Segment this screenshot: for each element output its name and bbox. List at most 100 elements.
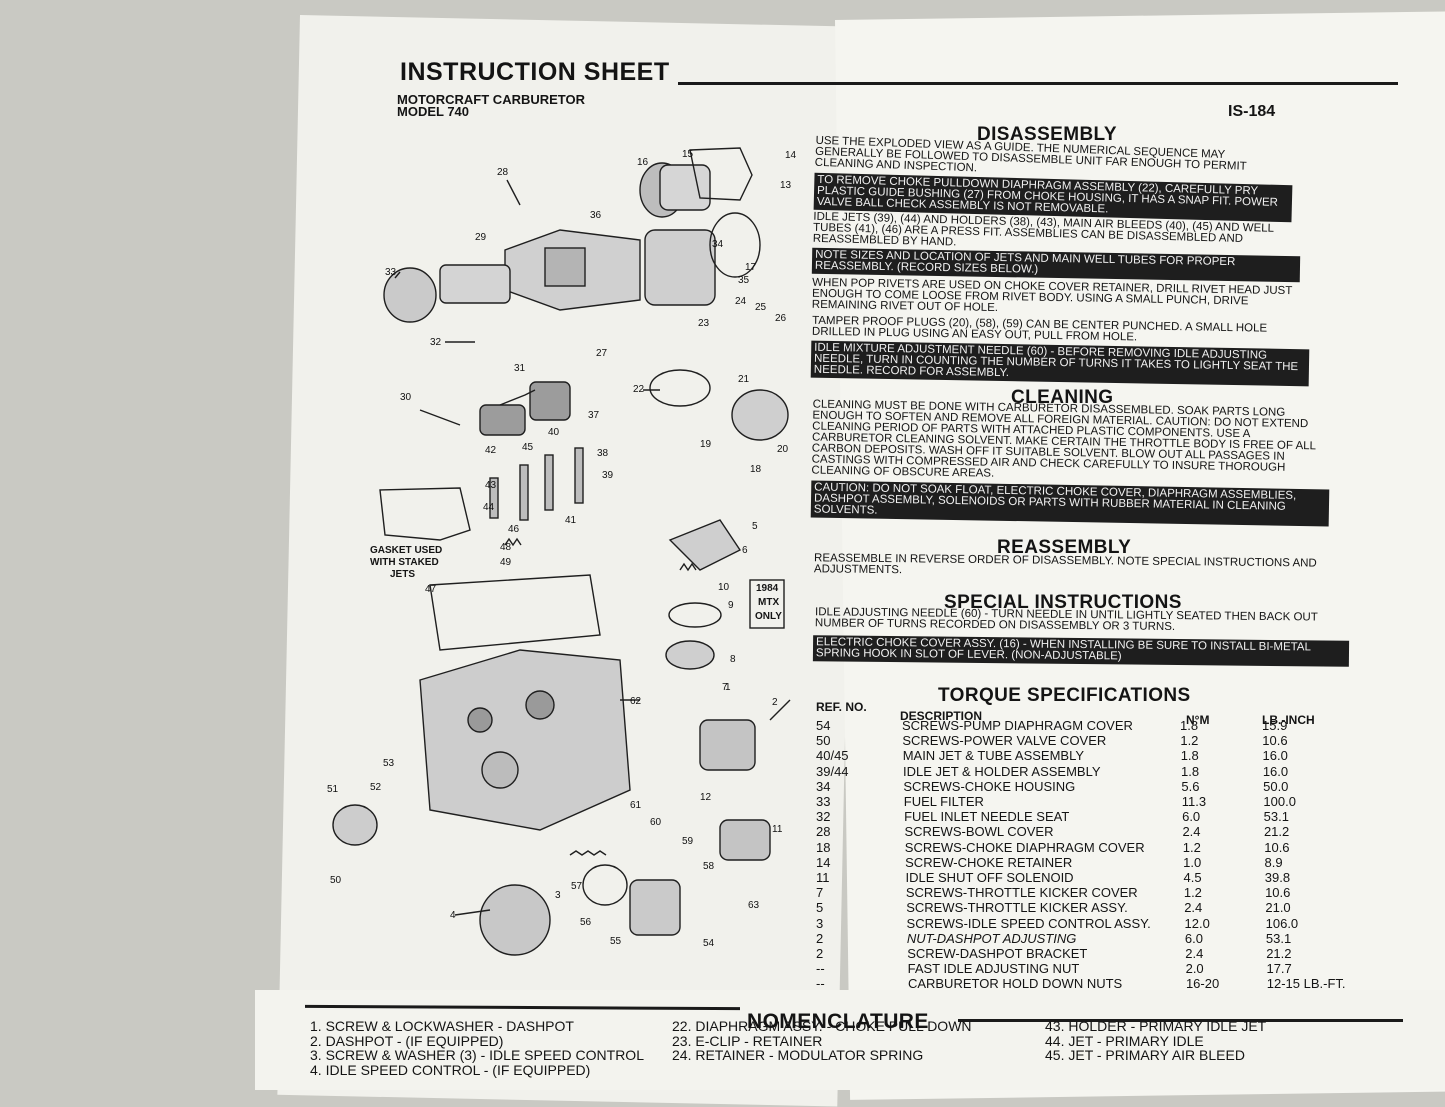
torque-lb-inch: 39.8 [1264,870,1291,885]
torque-ref-no: 28 [816,824,831,840]
cleaning-heading: CLEANING [1011,387,1114,408]
callout-8: 8 [730,654,736,665]
torque-lb-inch: 21.2 [1263,824,1290,840]
callout-42: 42 [485,445,497,456]
torque-description: SCREWS-THROTTLE KICKER ASSY. [906,900,1128,916]
mtx-note-line1: 1984 [756,583,779,594]
callout-3: 3 [555,890,561,901]
torque-lb-inch: 50.0 [1263,778,1289,794]
mtx-note-line3: ONLY [755,611,782,622]
torque-description: SCREWS-POWER VALVE COVER [902,733,1107,749]
torque-lb-inch: 16.0 [1262,763,1289,779]
nomenclature-item: 3. SCREW & WASHER (3) - IDLE SPEED CONTR… [310,1047,644,1063]
gasket-note-line1: GASKET USED [370,545,443,556]
torque-nm: 5.6 [1181,778,1200,794]
float-pin-30 [419,409,461,426]
spring-57 [569,850,607,856]
torque-description: SCREW-DASHPOT BRACKET [907,946,1088,961]
subtitle-model-line2: MODEL 740 [397,104,470,119]
nomenclature-item: 24. RETAINER - MODULATOR SPRING [672,1047,924,1063]
torque-lb-inch: 15.9 [1262,718,1288,733]
torque-ref-no: 5 [816,900,824,916]
jet-46 [519,464,529,521]
disassembly-heading: DISASSEMBLY [977,124,1117,145]
torque-nm: 1.2 [1180,733,1199,749]
torque-nm: 12.0 [1184,915,1210,931]
callout-34: 34 [712,239,724,250]
callout-54: 54 [703,938,715,949]
callout-49: 49 [500,557,512,568]
torque-description: FUEL FILTER [903,794,984,809]
nomenclature-item: 44. JET - PRIMARY IDLE [1045,1032,1204,1049]
callout-47: 47 [425,584,437,595]
torque-nm: 6.0 [1182,809,1201,825]
dashpot-part [699,719,756,771]
callout-17: 17 [745,262,757,273]
callout-41: 41 [565,515,577,526]
torque-ref-no: 11 [816,870,830,885]
callout-62: 62 [630,696,642,707]
callout-57: 57 [571,881,583,892]
callout-9: 9 [728,600,734,611]
mtx-box [749,579,785,629]
choke-gasket-15 [689,147,753,201]
torque-ref-no: 2 [816,930,824,946]
callout-4: 4 [450,910,456,921]
torque-lb-inch: 10.6 [1265,885,1291,901]
torque-ref-no: 50 [816,733,831,749]
callout-61: 61 [630,800,642,811]
callout-12: 12 [700,792,712,803]
nomenclature-rule-right [958,1019,1403,1022]
fuel-filter-part [383,267,437,323]
gasket-47 [429,574,601,651]
torque-col-nm: N°M [1186,713,1210,727]
torque-nm: 2.4 [1182,824,1201,840]
callout-5: 5 [752,521,758,532]
callout-25: 25 [755,302,767,313]
torque-description: MAIN JET & TUBE ASSEMBLY [902,748,1085,764]
torque-nm: 2.0 [1185,961,1204,977]
torque-description: IDLE JET & HOLDER ASSEMBLY [903,763,1101,779]
torque-lb-inch: 10.6 [1264,839,1290,855]
callout-2: 2 [772,697,778,708]
pump-cover-55 [629,879,681,936]
callout-55: 55 [610,936,622,947]
torque-description: CARBURETOR HOLD DOWN NUTS [907,976,1123,992]
main-body-part [419,649,631,831]
jet-43 [489,477,499,519]
callout-13: 13 [780,180,792,191]
callout-33: 33 [385,267,397,278]
torque-lb-inch: 17.7 [1266,961,1292,977]
callout-7: 7 [722,682,728,693]
callout-51: 51 [327,784,339,795]
callout-39: 39 [602,470,614,481]
callout-46: 46 [508,524,520,535]
callout-27: 27 [596,348,608,359]
callout-32: 32 [430,337,442,348]
throttle-kicker-part [668,519,742,571]
torque-nm: 2.4 [1185,946,1204,961]
torque-lb-inch: 16.0 [1262,748,1288,764]
torque-nm: 6.0 [1184,930,1203,946]
callout-36: 36 [590,210,602,221]
callout-58: 58 [703,861,715,872]
torque-nm: 1.2 [1183,885,1202,901]
callout-44: 44 [483,502,495,513]
kicker-diaphragm-9 [668,602,722,628]
callout-11: 11 [772,824,783,835]
callout-15: 15 [682,149,694,160]
torque-nm: 4.5 [1183,870,1202,885]
torque-nm: 1.8 [1180,748,1199,764]
torque-nm: 1.8 [1180,718,1199,733]
torque-ref-no: 7 [816,885,824,901]
torque-col-lb-inch: LB.-INCH [1262,713,1315,727]
callout-22: 22 [633,384,645,395]
torque-description: SCREWS-CHOKE DIAPHRAGM COVER [904,839,1145,855]
callout-24: 24 [735,296,747,307]
torque-description: SCREWS-CHOKE HOUSING [903,778,1076,794]
torque-ref-no: 39/44 [816,763,849,779]
pump-diaphragm-56 [582,864,628,906]
pulldown-housing-21 [731,389,789,441]
kicker-cover-8 [665,640,715,670]
